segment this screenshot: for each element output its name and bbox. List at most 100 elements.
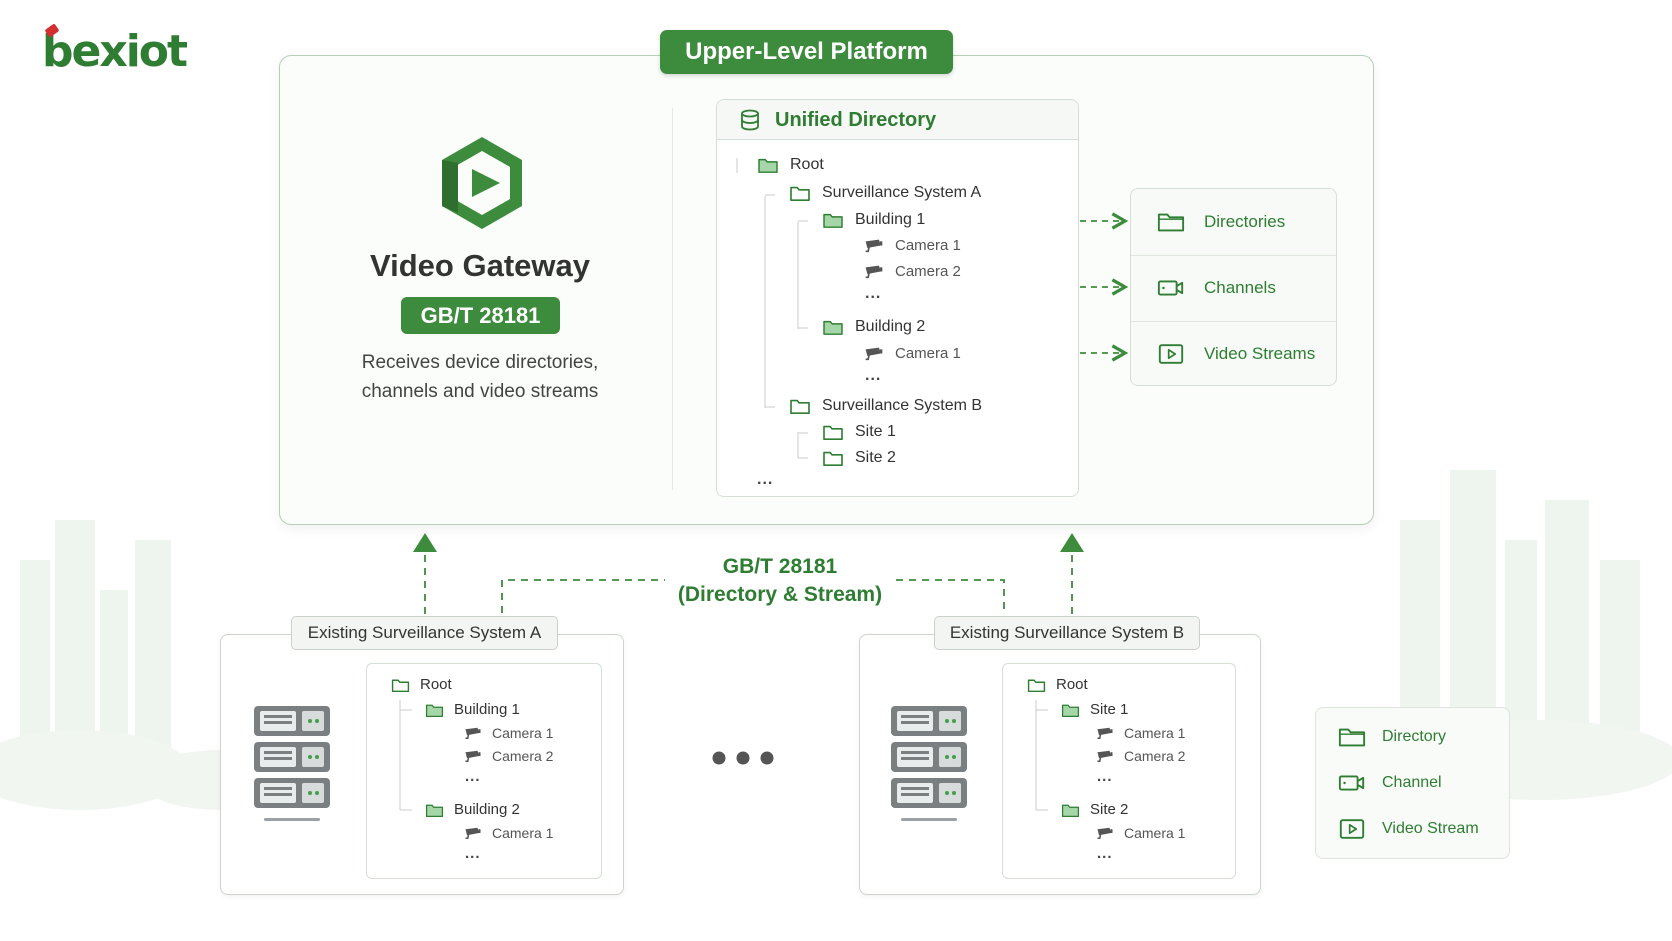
system-b-directory-tree: Root Site 1 Camera 1 Camera 2 ... Site 2… — [1002, 663, 1236, 879]
tree-item-camera[interactable]: Camera 1 — [864, 237, 961, 254]
platform-divider — [672, 108, 673, 490]
camera-icon — [464, 749, 482, 763]
folder-icon — [1027, 677, 1046, 693]
output-channels: Channels — [1131, 255, 1336, 321]
camera-icon — [864, 238, 884, 253]
tree-item-label: Camera 1 — [895, 345, 961, 362]
folder-icon — [822, 449, 844, 467]
legend-box: Directory Channel Video Stream — [1315, 707, 1510, 859]
tree-item-camera[interactable]: Camera 2 — [864, 263, 961, 280]
tree-item-group[interactable]: Site 2 — [1061, 801, 1128, 818]
tree-item-label: Surveillance System A — [822, 184, 982, 201]
tree-item-group[interactable]: Building 2 — [425, 801, 520, 818]
tree-ellipsis: ... — [1097, 768, 1113, 785]
platform-outputs-box: Directories Channels Video Streams — [1130, 188, 1337, 386]
tree-ellipsis: ... — [465, 845, 481, 862]
output-directories: Directories — [1131, 189, 1336, 255]
tree-item-camera[interactable]: Camera 1 — [1096, 825, 1185, 841]
bexiot-logo: bexiot — [42, 23, 192, 80]
tree-item-building-1[interactable]: Building 1 — [822, 211, 925, 229]
tree-item-group[interactable]: Site 1 — [1061, 701, 1128, 718]
play-icon — [1338, 818, 1366, 840]
tree-item-label: Camera 2 — [1124, 748, 1186, 764]
tree-item-site-2[interactable]: Site 2 — [822, 449, 896, 467]
tree-item-label: Site 2 — [855, 449, 896, 466]
tree-item-building-2[interactable]: Building 2 — [822, 318, 925, 336]
system-a-directory-tree: Root Building 1 Camera 1 Camera 2 ... Bu… — [366, 663, 602, 879]
tree-item-surveillance-system-b[interactable]: Surveillance System B — [789, 397, 982, 415]
video-gateway-title: Video Gateway — [370, 248, 590, 283]
tree-item-label: Camera 1 — [1124, 825, 1186, 841]
tree-item-group[interactable]: Building 1 — [425, 701, 520, 718]
folder-icon — [822, 211, 844, 229]
tree-ellipsis: ... — [757, 471, 774, 488]
folder-icon — [789, 397, 811, 415]
tree-item-camera[interactable]: Camera 2 — [1096, 748, 1185, 764]
folder-icon — [1061, 702, 1080, 718]
unified-directory-header: Unified Directory — [717, 100, 1078, 140]
folder-icon — [757, 156, 779, 174]
video-camera-icon — [1338, 772, 1366, 794]
play-icon — [1157, 343, 1185, 365]
more-systems-ellipsis — [712, 751, 774, 765]
legend-item-directory: Directory — [1338, 726, 1446, 748]
tree-item-camera[interactable]: Camera 1 — [464, 825, 553, 841]
folder-icon — [1061, 802, 1080, 818]
video-gateway-icon — [442, 137, 522, 229]
tree-item-root[interactable]: Root — [757, 156, 824, 174]
tree-item-label: Root — [420, 676, 452, 693]
folder-icon — [1338, 726, 1366, 748]
tree-item-label: Root — [1056, 676, 1088, 693]
output-separator — [1131, 321, 1336, 322]
legend-item-video-stream: Video Stream — [1338, 818, 1479, 840]
tree-item-camera[interactable]: Camera 1 — [864, 345, 961, 362]
tree-item-label: Site 1 — [1090, 701, 1129, 718]
folder-icon — [425, 802, 444, 818]
output-separator — [1131, 255, 1336, 256]
folder-icon — [822, 423, 844, 441]
gateway-protocol-badge: GB/T 28181 — [401, 297, 560, 334]
video-camera-icon — [1157, 277, 1185, 299]
protocol-label-line-2: (Directory & Stream) — [677, 583, 883, 606]
tree-item-site-1[interactable]: Site 1 — [822, 423, 896, 441]
tree-ellipsis: ... — [1097, 845, 1113, 862]
existing-system-a-label: Existing Surveillance System A — [291, 616, 558, 650]
tree-item-label: Camera 2 — [895, 263, 961, 280]
camera-icon — [1096, 726, 1114, 740]
tree-item-camera[interactable]: Camera 1 — [1096, 725, 1185, 741]
tree-ellipsis: ... — [465, 768, 481, 785]
unified-directory-title: Unified Directory — [775, 109, 937, 131]
folder-icon — [1157, 211, 1185, 233]
platform-title: Upper-Level Platform — [660, 30, 953, 74]
tree-item-label: Building 2 — [454, 801, 520, 818]
tree-ellipsis: ... — [865, 367, 882, 384]
legend-label: Directory — [1382, 728, 1447, 745]
tree-item-label: Camera 1 — [1124, 725, 1186, 741]
legend-label: Video Stream — [1382, 820, 1479, 837]
server-icon — [252, 704, 332, 824]
tree-item-label: Building 1 — [454, 701, 520, 718]
output-video-streams: Video Streams — [1131, 321, 1336, 387]
tree-ellipsis: ... — [865, 285, 882, 302]
protocol-label: GB/T 28181 (Directory & Stream) — [660, 553, 900, 609]
tree-item-label: Camera 1 — [895, 237, 961, 254]
tree-item-surveillance-system-a[interactable]: Surveillance System A — [789, 184, 981, 202]
tree-item-label: Camera 2 — [492, 748, 554, 764]
output-label: Video Streams — [1204, 344, 1316, 363]
tree-item-label: Root — [790, 156, 824, 173]
tree-item-camera[interactable]: Camera 2 — [464, 748, 553, 764]
camera-icon — [864, 264, 884, 279]
unified-directory-panel: Unified Directory Root Surveillance Syst… — [716, 99, 1079, 497]
camera-icon — [464, 826, 482, 840]
tree-item-root[interactable]: Root — [1027, 676, 1088, 693]
folder-icon — [425, 702, 444, 718]
camera-icon — [464, 726, 482, 740]
tree-item-camera[interactable]: Camera 1 — [464, 725, 553, 741]
protocol-label-line-1: GB/T 28181 — [722, 555, 838, 578]
tree-item-label: Site 1 — [855, 423, 896, 440]
logo-text: bexiot — [42, 26, 188, 77]
tree-item-root[interactable]: Root — [391, 676, 452, 693]
camera-icon — [1096, 826, 1114, 840]
tree-item-label: Camera 1 — [492, 725, 554, 741]
tree-item-label: Building 2 — [855, 318, 926, 335]
